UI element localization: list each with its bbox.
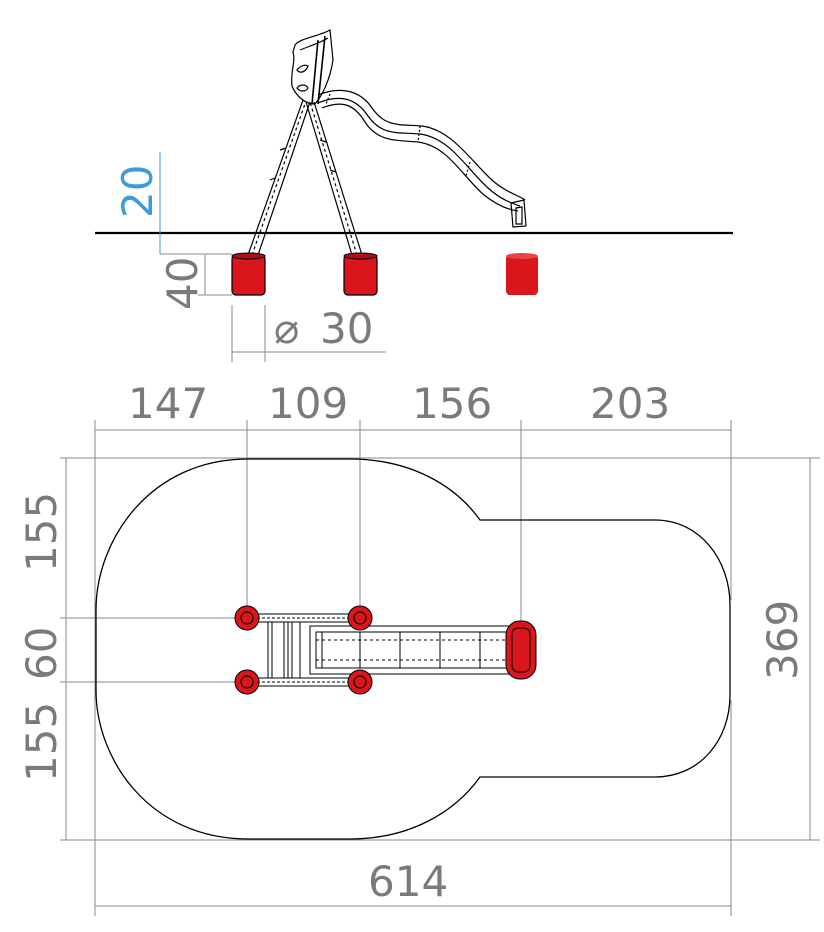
dim-left-155-lower: 155	[17, 702, 66, 782]
a-frame-legs	[247, 99, 363, 256]
footing-plan-3	[234, 669, 260, 695]
slide-top-panel	[290, 28, 334, 105]
dim-left-60: 60	[17, 627, 66, 680]
dim-top-203: 203	[590, 379, 670, 428]
footings-plan	[234, 605, 537, 695]
dim-label-40: 40	[158, 257, 207, 310]
dim-left-155-upper: 155	[17, 492, 66, 572]
footings-elevation	[231, 252, 538, 296]
diameter-symbol: ⌀	[274, 304, 299, 353]
footing-3	[506, 255, 538, 295]
dim-height-above-ground: 20	[113, 152, 162, 254]
safety-area-outline	[95, 458, 731, 840]
footing-plan-4	[347, 669, 373, 695]
footing-plan-2	[347, 605, 373, 631]
footing-plan-1	[234, 605, 260, 631]
dim-bottom-614: 614	[368, 857, 448, 906]
equipment-plan	[249, 613, 515, 687]
plan-extension-lines	[60, 420, 820, 916]
slide-chute	[317, 89, 527, 228]
dim-top-147: 147	[128, 379, 208, 428]
footing-plan-5	[505, 620, 537, 680]
footing-1	[231, 254, 266, 296]
dim-right-369: 369	[758, 600, 807, 680]
dim-footing-diameter: ⌀ 30	[231, 304, 386, 362]
dim-footing-depth: 40	[158, 253, 232, 310]
dim-label-30: 30	[320, 304, 373, 353]
dim-top-156: 156	[412, 379, 492, 428]
elevation-view: 20 40 ⌀ 30	[95, 28, 733, 362]
dim-top-109: 109	[268, 379, 348, 428]
plan-view: 147 109 156 203 155 60 155 369 614	[17, 379, 820, 916]
dim-label-20: 20	[113, 165, 162, 218]
footing-2	[343, 254, 378, 296]
